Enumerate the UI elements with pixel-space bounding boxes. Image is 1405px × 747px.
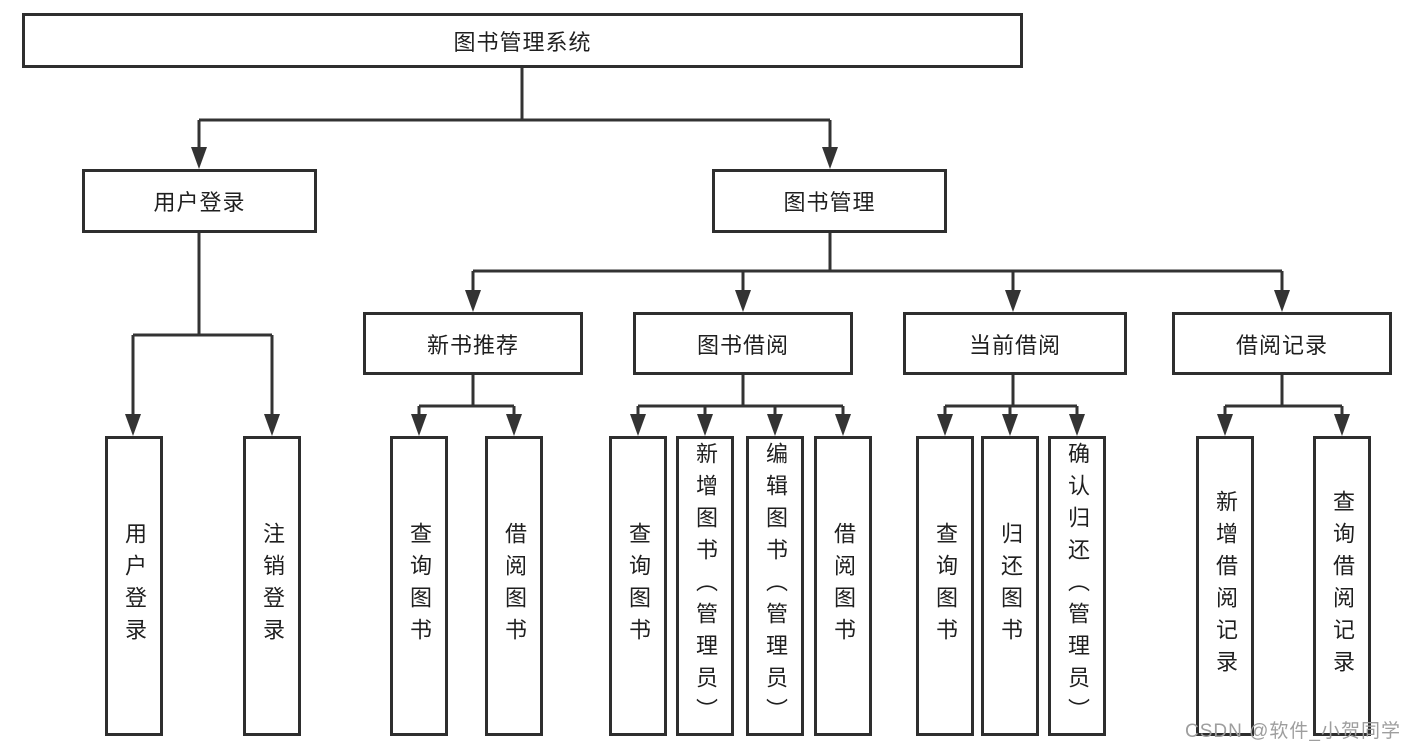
node-label: 借阅图书 xyxy=(502,522,527,650)
node-current-borrowing: 当前借阅 xyxy=(903,312,1127,375)
leaf-edit-books-admin: 编辑图书（管理员） xyxy=(746,436,804,736)
leaf-logout: 注销登录 xyxy=(243,436,301,736)
node-label: 编辑图书（管理员） xyxy=(763,442,788,730)
leaf-add-borrow-record: 新增借阅记录 xyxy=(1196,436,1254,736)
node-label: 新增借阅记录 xyxy=(1213,490,1238,682)
node-label: 查询图书 xyxy=(933,522,958,650)
node-new-book-recommend: 新书推荐 xyxy=(363,312,583,375)
node-label: 当前借阅 xyxy=(968,332,1061,358)
node-label: 借阅图书 xyxy=(831,522,856,650)
node-label: 确认归还（管理员） xyxy=(1065,442,1090,730)
node-label: 新增图书（管理员） xyxy=(693,442,718,730)
node-label: 归还图书 xyxy=(998,522,1023,650)
leaf-add-books-admin: 新增图书（管理员） xyxy=(676,436,734,736)
node-label: 注销登录 xyxy=(260,522,285,650)
node-label: 新书推荐 xyxy=(426,332,519,358)
node-book-borrowing: 图书借阅 xyxy=(633,312,853,375)
node-label: 查询图书 xyxy=(407,522,432,650)
node-library-system: 图书管理系统 xyxy=(22,13,1023,68)
leaf-confirm-return-admin: 确认归还（管理员） xyxy=(1048,436,1106,736)
leaf-borrow-books: 借阅图书 xyxy=(814,436,872,736)
node-label: 图书管理 xyxy=(783,190,876,215)
node-book-management: 图书管理 xyxy=(712,169,947,233)
node-label: 查询图书 xyxy=(626,522,651,650)
node-user-login: 用户登录 xyxy=(82,169,317,233)
leaf-return-books: 归还图书 xyxy=(981,436,1039,736)
leaf-borrow-books-recommend: 借阅图书 xyxy=(485,436,543,736)
leaf-query-books-current: 查询图书 xyxy=(916,436,974,736)
node-label: 用户登录 xyxy=(122,522,147,650)
leaf-user-login: 用户登录 xyxy=(105,436,163,736)
csdn-watermark: CSDN @软件_小贺同学 xyxy=(1185,721,1401,742)
leaf-query-books-borrow: 查询图书 xyxy=(609,436,667,736)
node-label: 图书借阅 xyxy=(696,332,789,358)
leaf-query-borrow-record: 查询借阅记录 xyxy=(1313,436,1371,736)
arrowheads xyxy=(125,147,1350,436)
node-borrowing-records: 借阅记录 xyxy=(1172,312,1392,375)
node-label: 用户登录 xyxy=(153,190,246,215)
node-label: 借阅记录 xyxy=(1235,332,1328,358)
node-label: 图书管理系统 xyxy=(453,29,592,55)
leaf-query-books-recommend: 查询图书 xyxy=(390,436,448,736)
node-label: 查询借阅记录 xyxy=(1330,490,1355,682)
